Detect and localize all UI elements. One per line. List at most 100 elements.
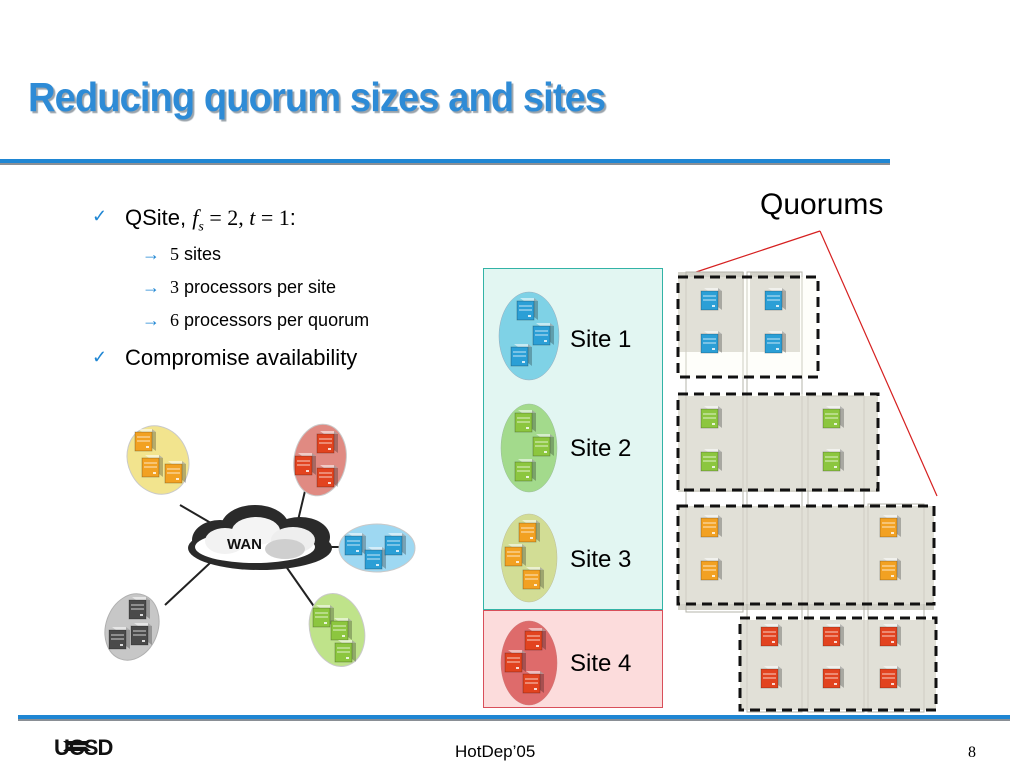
- server-icon: [522, 670, 545, 694]
- site-cluster-green: [308, 593, 366, 667]
- sub-bullet-processors-per-site: 3 processors per site: [170, 277, 336, 298]
- server-icon: [316, 464, 339, 488]
- f-symbol: f: [192, 205, 199, 230]
- server-icon: [164, 460, 187, 484]
- site-2-cluster: [500, 403, 558, 493]
- s-subscript: s: [198, 219, 204, 235]
- quorum-pointer-line: [819, 230, 938, 497]
- quorums-label: Quorums: [760, 188, 884, 221]
- server-icon: [532, 433, 555, 457]
- server-icon: [700, 405, 723, 429]
- server-icon: [879, 514, 902, 538]
- server-icon: [514, 409, 537, 433]
- eq-two: = 2,: [203, 205, 250, 230]
- site-3-column: [807, 395, 865, 713]
- server-icon: [516, 297, 539, 321]
- sites-text: sites: [179, 244, 222, 264]
- site-1-label: Site 1: [570, 326, 632, 353]
- quorum-pointer-line: [683, 230, 821, 277]
- server-icon: [504, 649, 527, 673]
- site-cluster-red: [293, 423, 347, 497]
- site-2-column: [746, 271, 803, 713]
- site-cluster-yellow: [126, 425, 190, 495]
- site-1-column: [685, 271, 744, 613]
- server-icon: [518, 519, 541, 543]
- server-icon: [294, 452, 317, 476]
- server-icon: [700, 448, 723, 472]
- site-cluster-blue: [338, 523, 416, 573]
- server-icon: [108, 626, 131, 650]
- slide-title: Reducing quorum sizes and sites: [28, 74, 606, 120]
- page-number: 8: [968, 744, 976, 761]
- server-icon: [344, 532, 367, 556]
- site-2-label: Site 2: [570, 435, 632, 462]
- bullet-compromise: Compromise availability: [125, 345, 358, 370]
- server-icon: [330, 617, 353, 641]
- sub-bullet-processors-per-quorum: 6 processors per quorum: [170, 310, 369, 331]
- server-icon: [128, 596, 151, 620]
- processors-per-quorum-count: 6: [170, 310, 179, 330]
- qsite-prefix: QSite,: [125, 205, 193, 230]
- server-icon: [760, 665, 783, 689]
- server-icon: [760, 623, 783, 647]
- site-3-label: Site 3: [570, 546, 632, 573]
- ucsd-logo-text: UCSD: [54, 735, 113, 760]
- server-icon: [130, 622, 153, 646]
- server-icon: [822, 405, 845, 429]
- site-clusters: [498, 291, 560, 706]
- server-icon: [879, 623, 902, 647]
- arrow-right-icon: →: [142, 277, 160, 297]
- server-icon: [384, 532, 407, 556]
- server-icon: [700, 557, 723, 581]
- server-icon: [822, 665, 845, 689]
- server-icon: [334, 639, 357, 663]
- site-4-label: Site 4: [570, 650, 632, 677]
- server-icon: [764, 330, 787, 354]
- quorum-grid: [676, 230, 938, 713]
- server-icon: [764, 287, 787, 311]
- server-icon: [134, 428, 157, 452]
- server-icon: [532, 322, 555, 346]
- bullet-qsite: QSite, fs = 2, t = 1:: [125, 205, 296, 235]
- sub-bullet-sites: 5 sites: [170, 244, 221, 265]
- processors-per-site-count: 3: [170, 277, 179, 297]
- footer-divider: [18, 715, 1010, 719]
- checkmark-icon: ✓: [92, 347, 108, 367]
- checkmark-icon: ✓: [92, 206, 108, 226]
- processors-per-quorum-text: processors per quorum: [179, 310, 370, 330]
- wan-label: WAN: [227, 536, 262, 553]
- sites-count: 5: [170, 244, 179, 264]
- colon: :: [289, 205, 296, 230]
- arrow-right-icon: →: [142, 244, 160, 264]
- server-icon: [879, 665, 902, 689]
- quorum-box-1: [676, 275, 820, 379]
- server-icon: [504, 543, 527, 567]
- site-3-cluster: [500, 513, 558, 603]
- server-icon: [700, 330, 723, 354]
- server-icon: [364, 546, 387, 570]
- title-divider: [0, 159, 890, 163]
- site-1-cluster: [498, 291, 560, 381]
- server-icon: [514, 458, 537, 482]
- ucsd-trident-logo-icon: [63, 741, 91, 751]
- server-icon: [141, 454, 164, 478]
- server-icon: [822, 448, 845, 472]
- t-symbol: t: [249, 205, 256, 230]
- eq-one: = 1: [255, 205, 290, 230]
- processors-per-site-text: processors per site: [179, 277, 337, 297]
- wan-cloud-icon: WAN: [188, 505, 332, 570]
- site-4-column: [867, 503, 925, 713]
- arrow-right-icon: →: [142, 310, 160, 330]
- server-icon: [316, 430, 339, 454]
- server-icon: [522, 566, 545, 590]
- wan-network-diagram: WAN: [104, 423, 416, 667]
- site-cluster-gray: [104, 593, 160, 661]
- site-4-cluster: [500, 620, 558, 706]
- server-icon: [524, 627, 547, 651]
- server-icon: [510, 343, 533, 367]
- server-icon: [700, 287, 723, 311]
- footer-conference: HotDep’05: [455, 742, 536, 761]
- server-icon: [879, 557, 902, 581]
- server-icon: [822, 623, 845, 647]
- server-icon: [700, 514, 723, 538]
